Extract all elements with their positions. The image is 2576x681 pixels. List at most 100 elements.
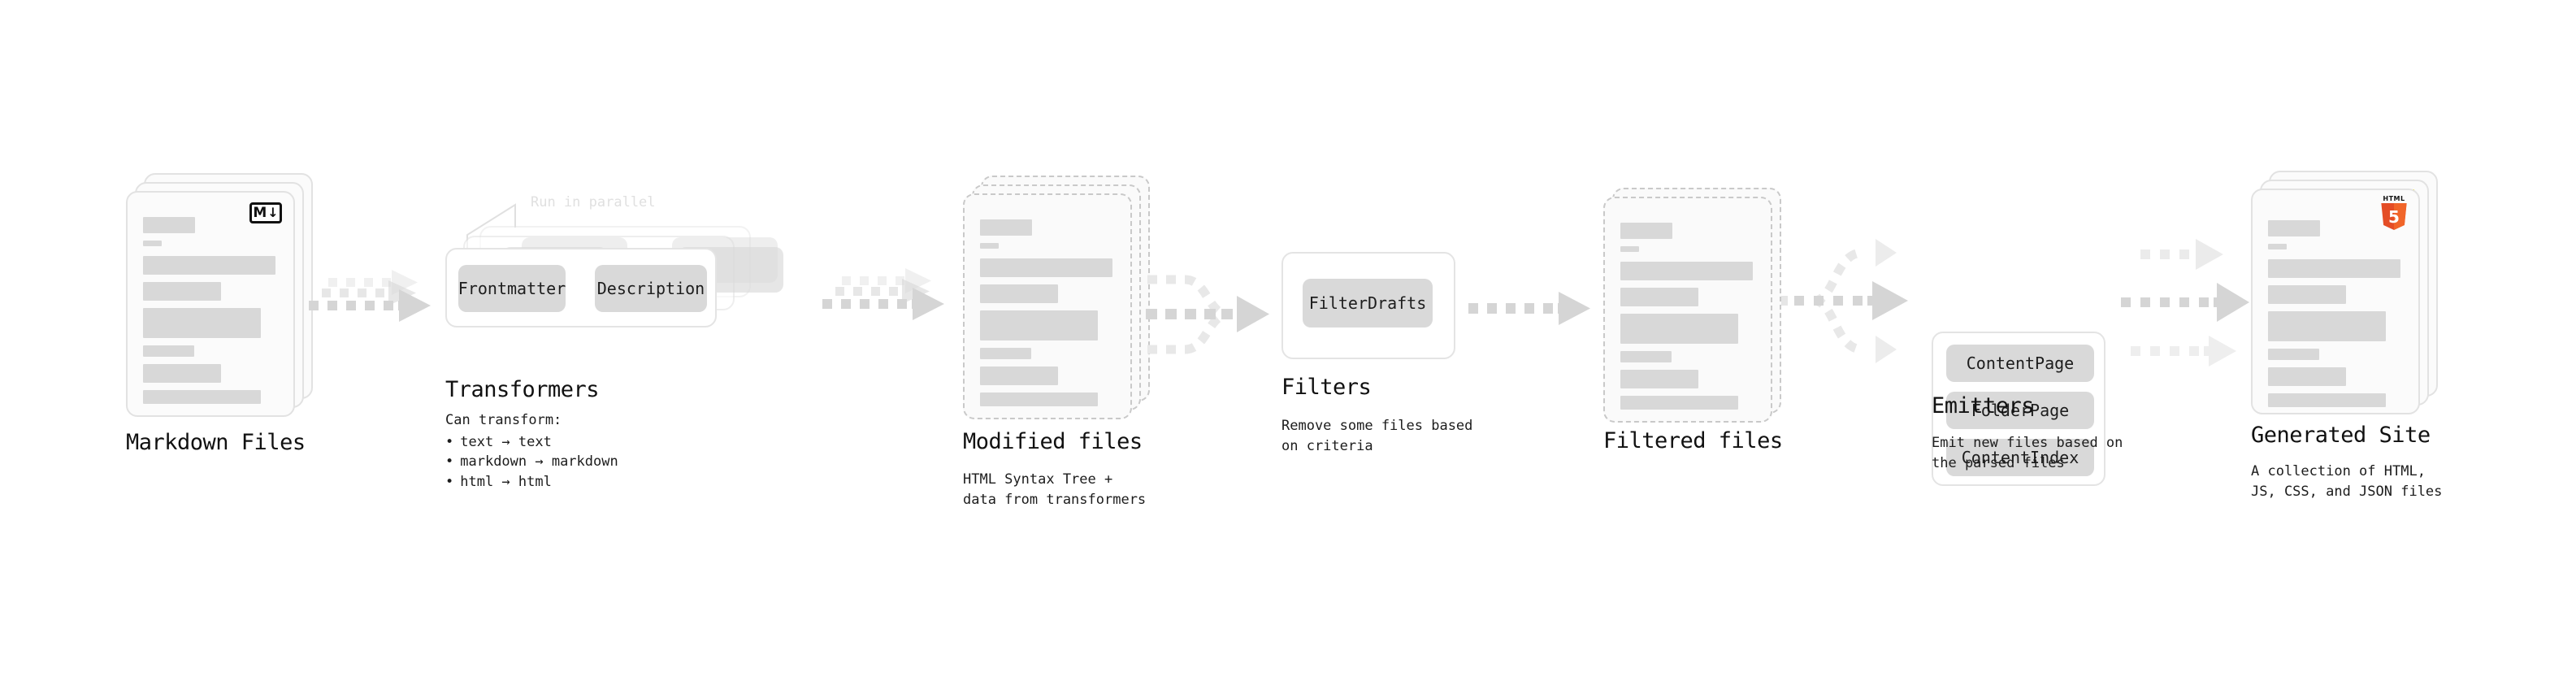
arrow-icon	[309, 270, 431, 322]
generated-site-card-front: HTML 5	[2251, 189, 2420, 414]
skeleton-lines	[980, 219, 1115, 414]
desc-line: Emit new files based on	[1932, 435, 2123, 451]
transformer-bullet: html → html	[445, 472, 618, 492]
arrow-modified-to-filters	[1138, 262, 1284, 367]
desc-line: HTML Syntax Tree +	[963, 471, 1113, 488]
desc-line: the parsed files	[1932, 454, 2065, 471]
chip-label: Frontmatter	[458, 279, 566, 298]
label-modified-files: Modified files	[963, 429, 1143, 454]
desc-emitters: Emit new files based on the parsed files	[1932, 433, 2123, 473]
skeleton-bar	[143, 217, 195, 233]
transformer-chip-description[interactable]: Description	[595, 265, 707, 312]
skeleton-bar	[2268, 311, 2386, 341]
skeleton-bar	[2268, 259, 2400, 278]
label-transformers: Transformers	[445, 377, 600, 402]
html5-icon: HTML 5	[2379, 196, 2409, 230]
desc-line: Remove some files based	[1281, 418, 1473, 434]
skeleton-bar	[1620, 288, 1698, 306]
desc-line: data from transformers	[963, 491, 1147, 508]
transformer-bullet: markdown → markdown	[445, 452, 618, 472]
arrow-emitters-to-site	[2113, 228, 2267, 378]
chip-label: FilterDrafts	[1308, 293, 1427, 313]
skeleton-bar	[2268, 244, 2287, 249]
arrow-transformers-to-modified	[821, 268, 951, 341]
skeleton-bar	[2268, 220, 2320, 236]
stage-emitters: ContentPage FolderPage ContentIndex	[1932, 332, 2105, 486]
skeleton-bar	[1620, 223, 1672, 239]
chip-label: ContentPage	[1966, 354, 2075, 373]
skeleton-bar	[143, 308, 261, 338]
html5-icon-digit: 5	[2388, 206, 2400, 227]
label-markdown-files: Markdown Files	[126, 430, 306, 455]
skeleton-lines	[2268, 220, 2403, 414]
stage-filtered-files	[1603, 188, 1781, 423]
skeleton-bar	[1620, 246, 1639, 252]
skeleton-bar	[2268, 367, 2346, 386]
arrow-markdown-to-transformers	[307, 270, 437, 343]
chip-label: ContentIndex	[1961, 448, 2079, 467]
skeleton-bar	[980, 219, 1032, 236]
chip-label: FolderPage	[1971, 401, 2070, 420]
label-generated-site: Generated Site	[2251, 423, 2431, 448]
transformer-bullet: text → text	[445, 432, 618, 453]
skeleton-bar	[980, 258, 1112, 277]
skeleton-bar	[1620, 370, 1698, 388]
emitter-chip-contentindex[interactable]: ContentIndex	[1946, 439, 2094, 476]
desc-transformers-heading: Can transform:	[445, 412, 562, 428]
modified-file-card-front	[963, 193, 1132, 419]
skeleton-bar	[143, 241, 162, 246]
stage-filters: FilterDrafts	[1281, 252, 1455, 359]
label-filtered-files: Filtered files	[1603, 428, 1783, 453]
skeleton-lines	[1620, 223, 1755, 417]
skeleton-bar	[980, 348, 1031, 359]
desc-transformers: Can transform: text → text markdown → ma…	[445, 410, 618, 492]
chip-label: Description	[596, 279, 705, 298]
desc-line: JS, CSS, and JSON files	[2251, 483, 2443, 500]
markdown-file-stack: M↓ M↓ M↓	[126, 173, 313, 417]
markdown-badge-arrow: ↓	[267, 205, 279, 220]
skeleton-bar	[1620, 351, 1672, 362]
emitter-chip-folderpage[interactable]: FolderPage	[1946, 392, 2094, 429]
skeleton-bar	[2268, 285, 2346, 304]
generated-site-stack: CSS HTML 5	[2251, 171, 2438, 414]
skeleton-bar	[143, 256, 275, 275]
label-emitters: Emitters	[1932, 393, 2035, 419]
markdown-badge-letter: M	[253, 204, 267, 221]
desc-filters: Remove some files based on criteria	[1281, 416, 1472, 456]
markdown-icon: M↓	[249, 202, 282, 223]
desc-line: on criteria	[1281, 437, 1373, 454]
skeleton-lines	[143, 217, 278, 411]
skeleton-bar	[1620, 396, 1738, 410]
skeleton-bar	[2268, 393, 2386, 407]
arrow-filtered-to-emitters	[1778, 226, 1932, 376]
transformers-frame-front: Frontmatter Description	[445, 248, 717, 327]
label-filters: Filters	[1281, 375, 1372, 400]
stage-markdown-files: M↓ M↓ M↓	[126, 173, 313, 417]
skeleton-bar	[143, 364, 221, 383]
arrow-icon	[2121, 239, 2249, 367]
arrow-filters-to-filtered	[1467, 288, 1597, 329]
desc-generated-site: A collection of HTML, JS, CSS, and JSON …	[2251, 462, 2442, 501]
desc-modified-files: HTML Syntax Tree + data from transformer…	[963, 470, 1146, 510]
modified-file-stack	[963, 176, 1150, 419]
skeleton-bar	[1620, 314, 1738, 344]
skeleton-bar	[143, 282, 221, 301]
skeleton-bar	[2268, 349, 2319, 360]
arrow-icon	[822, 268, 944, 320]
skeleton-bar	[980, 393, 1098, 406]
skeleton-bar	[143, 345, 194, 357]
stage-generated-site: CSS HTML 5	[2251, 171, 2438, 414]
skeleton-bar	[980, 367, 1058, 385]
markdown-file-card-front: M↓	[126, 191, 295, 417]
arrow-merge-icon	[1146, 275, 1269, 354]
arrow-icon	[1468, 292, 1590, 325]
html5-icon-label: HTML	[2383, 195, 2405, 202]
filter-chip-filterdrafts[interactable]: FilterDrafts	[1303, 279, 1433, 327]
skeleton-bar	[980, 310, 1098, 340]
transformer-chip-frontmatter[interactable]: Frontmatter	[458, 265, 566, 312]
desc-line: A collection of HTML,	[2251, 463, 2426, 479]
skeleton-bar	[980, 243, 999, 249]
arrow-fork-icon	[1780, 239, 1908, 363]
emitter-chip-contentpage[interactable]: ContentPage	[1946, 345, 2094, 382]
